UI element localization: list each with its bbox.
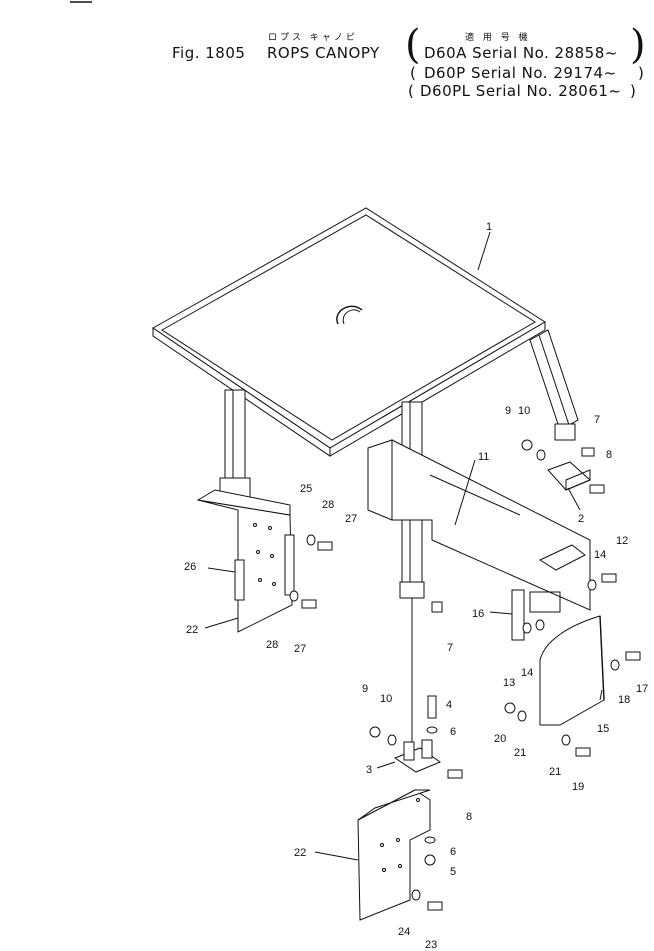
callout-8a: 8 [606,449,612,461]
callout-15: 15 [597,723,609,735]
callout-5: 5 [450,866,456,878]
callout-9b: 9 [362,683,368,695]
callout-8b: 8 [466,811,472,823]
callout-16: 16 [472,608,484,620]
applicability-line-3: D60PL Serial No. 28061~ [420,82,622,100]
left-post [219,389,251,499]
applicability-line-2: D60P Serial No. 29174~ [424,64,617,82]
callout-23: 23 [425,939,437,951]
callout-28b: 28 [266,639,278,651]
callout-6b: 6 [450,846,456,858]
japanese-applicable-label: 適 用 号 機 [465,33,531,43]
callout-1: 1 [486,221,492,233]
applicability-line-3-close: ) [630,82,637,100]
callout-7b: 7 [447,642,453,654]
callout-10a: 10 [518,405,530,417]
right-post [529,329,579,441]
applicability-line-3-open: ( [408,82,415,100]
callout-20: 20 [494,733,506,745]
leader-lines [204,231,603,861]
bottom-cover [357,789,431,921]
callout-9a: 9 [505,405,511,417]
applicability-line-1: D60A Serial No. 28858~ [424,44,618,62]
callout-14a: 14 [594,549,606,561]
callout-27a: 27 [345,513,357,525]
japanese-title: ロプス キャノピ [268,33,358,43]
callout-22a: 22 [186,624,198,636]
bracket-2 [547,461,591,491]
callout-labels: 1 2 3 4 5 6 6 7 7 8 8 9 9 10 10 11 12 13… [184,221,648,951]
callout-18: 18 [618,694,630,706]
callout-10b: 10 [380,693,392,705]
figure-title: ROPS CANOPY [267,44,380,62]
bracket-close: ) [630,22,646,68]
callout-26: 26 [184,561,196,573]
callout-21a: 21 [514,747,526,759]
callout-24: 24 [398,926,410,938]
applicability-line-2-open: ( [410,64,417,82]
callout-27b: 27 [294,643,306,655]
callout-4: 4 [446,699,452,711]
callout-11: 11 [478,451,489,463]
bracket-3 [393,739,442,773]
applicability-line-2-close: ) [638,64,645,82]
callout-2: 2 [578,513,584,525]
right-cover [367,439,591,641]
fasteners [289,439,641,911]
callout-25: 25 [300,483,312,495]
callout-3: 3 [366,764,372,776]
callout-6a: 6 [450,726,456,738]
callout-14b: 14 [521,667,533,679]
callout-13: 13 [503,677,515,689]
left-cover [196,489,295,633]
callout-7a: 7 [594,414,600,426]
right-panel [539,615,605,726]
callout-19: 19 [572,781,584,793]
callout-21b: 21 [549,766,561,778]
callout-22b: 22 [294,847,306,859]
figure-label: Fig. 1805 [172,44,246,62]
callout-28a: 28 [322,499,334,511]
callout-17: 17 [636,683,648,695]
callout-12: 12 [616,535,628,547]
bracket-open: ( [405,22,421,68]
